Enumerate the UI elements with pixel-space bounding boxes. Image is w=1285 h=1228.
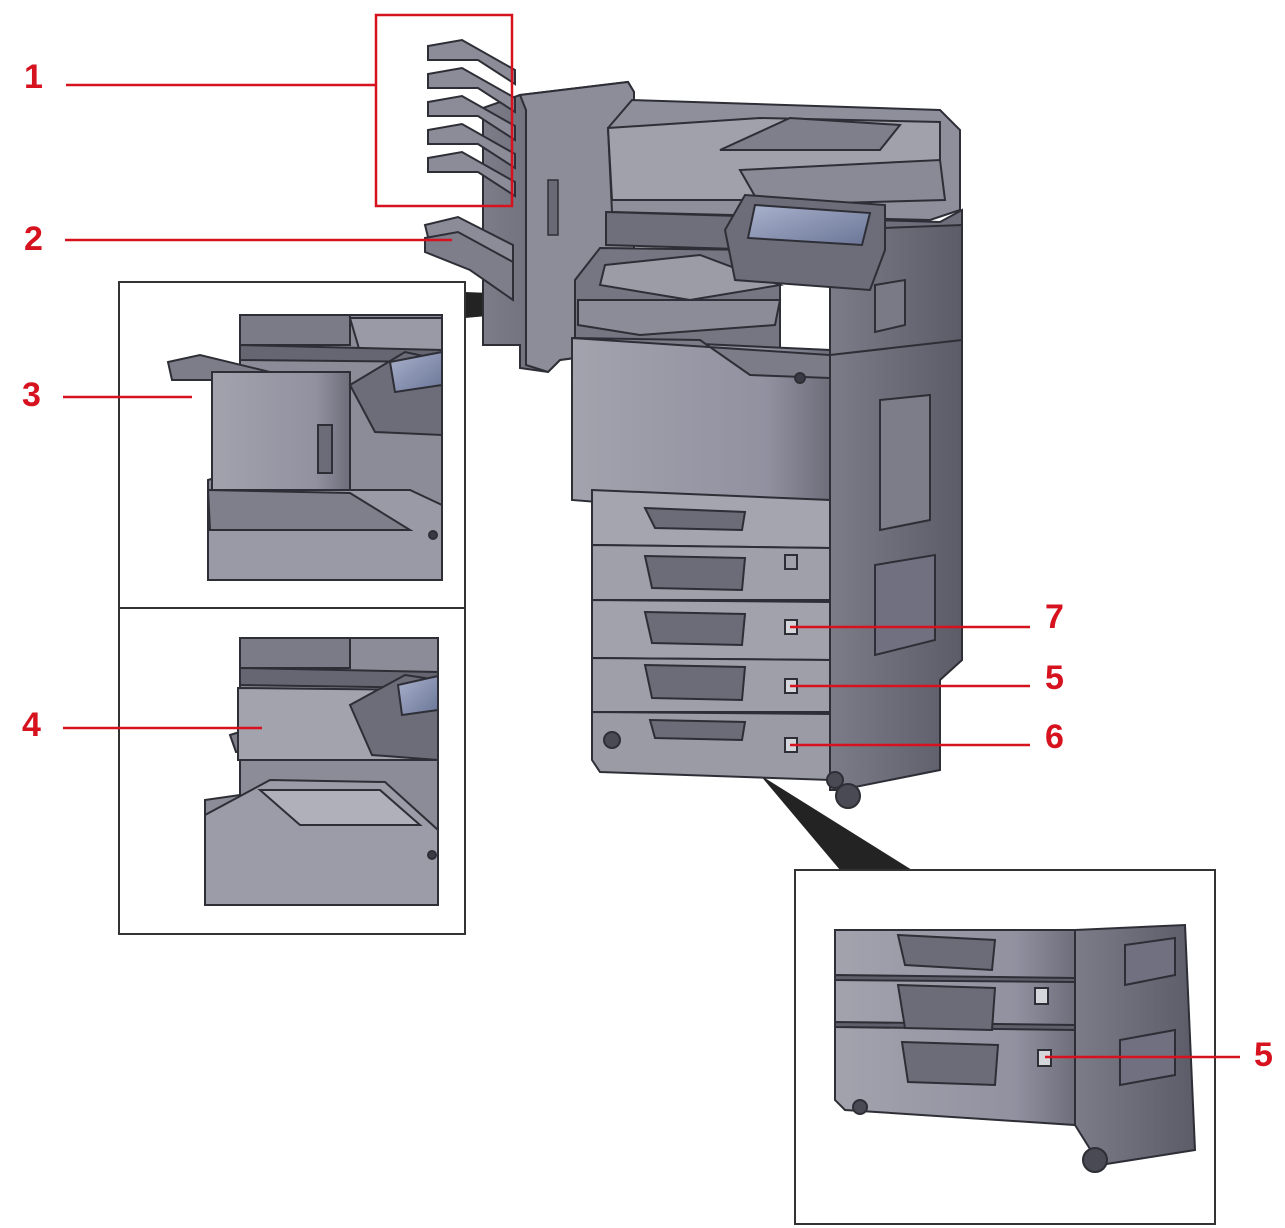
inset-job-separator — [204, 637, 439, 906]
callout-number-6: 6 — [1045, 718, 1064, 756]
callout-number-5b: 5 — [1254, 1036, 1273, 1074]
callout-number-4: 4 — [22, 706, 41, 744]
callout-1-bracket — [374, 13, 514, 208]
inset-cassette — [834, 923, 1197, 1173]
callout-number-2: 2 — [24, 220, 43, 258]
callout-number-1: 1 — [24, 58, 43, 96]
zoom-wedge-lower — [760, 775, 912, 870]
callout-number-7: 7 — [1045, 598, 1064, 636]
callout-lines — [63, 13, 1240, 1059]
callout-number-3: 3 — [22, 376, 41, 414]
inset-inner-finisher — [166, 314, 443, 581]
mfp-main-unit — [571, 98, 963, 809]
mailbox-trays — [423, 38, 516, 302]
callout-number-5a: 5 — [1045, 659, 1064, 697]
